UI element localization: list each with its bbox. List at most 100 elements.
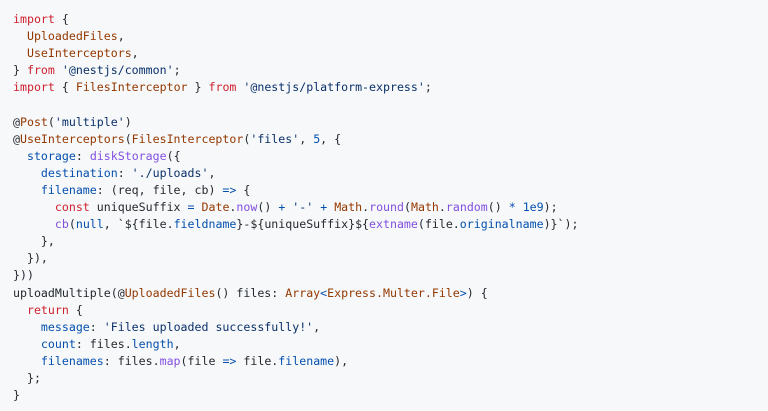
code-token: ) [124,114,132,129]
code-token: return [26,302,69,317]
code-token: > [459,285,467,300]
code-line: }, [13,233,755,250]
code-token: random [445,200,488,215]
code-token: . [438,200,446,215]
code-line: } [13,387,755,404]
code-token: round [369,200,404,215]
code-token: , [131,46,139,61]
code-line: return { [13,302,755,319]
code-token: 1e9 [522,200,544,215]
code-token: () files: [215,285,286,300]
code-token: ( [404,200,411,215]
code-token: Post [19,114,48,129]
code-token: }), [13,251,48,266]
code-token: filename [278,353,335,368]
code-token: : [117,165,132,180]
code-token: FilesInterceptor [75,80,188,95]
code-token: 'multiple' [54,114,125,129]
code-token: ( [124,131,132,146]
code-token: ( [243,131,251,146]
code-token: : [75,148,90,163]
code-token: ; [173,63,181,78]
code-token: (file [180,353,223,368]
code-token: length [131,336,174,351]
code-token: Array [285,285,321,300]
code-token [516,200,523,214]
code-line: UseInterceptors, [13,45,755,62]
code-token: () [487,200,509,215]
code-token [13,320,41,334]
code-token: uniqueSuffix [89,200,188,215]
code-token: })) [13,268,34,283]
code-token [13,29,27,43]
code-line: message: 'Files uploaded successfully!', [13,319,755,336]
code-token [13,200,55,214]
code-token: ); [543,200,558,215]
code-token: Math [410,200,439,215]
code-token: map [159,353,181,368]
code-token: @ [13,114,20,129]
code-token: (file. [417,217,460,232]
code-token: , `${file. [103,217,174,232]
code-token: 'Files uploaded successfully!' [103,319,314,334]
code-line: } from '@nestjs/common'; [13,62,755,79]
code-line: uploadMultiple(@UploadedFiles() files: A… [13,285,755,302]
code-token: diskStorage [89,148,167,163]
code-token: + [320,200,328,215]
code-token: + [278,200,286,215]
code-token: @ [13,131,20,146]
code-token: UseInterceptors [19,131,125,146]
code-token: '-' [292,200,314,215]
code-token: } [13,63,27,78]
code-token: }-${uniqueSuffix}${ [236,217,370,232]
code-line: }), [13,250,755,267]
code-line: UploadedFiles, [13,28,755,45]
code-token: . [229,200,237,215]
code-token: UseInterceptors [26,46,132,61]
code-token: { [54,12,69,26]
code-token: './uploads' [131,165,209,180]
code-line [13,96,755,113]
code-line: storage: diskStorage({ [13,148,755,165]
code-token: ({ [166,148,181,163]
code-token: null [75,217,104,232]
code-token: = [187,200,195,215]
code-token: => [222,182,237,197]
code-token: 'files' [250,131,300,146]
code-token: < [320,285,328,300]
code-token: FilesInterceptor [131,131,244,146]
code-line: filenames: files.map(file => file.filena… [13,353,755,370]
code-token [55,63,62,77]
code-token: import [13,12,55,26]
code-token: () [257,200,279,215]
code-token: extname [369,217,418,232]
code-token: fieldname [173,217,237,232]
code-token: ), [334,353,349,368]
code-token: . [362,200,370,215]
code-line: cb(null, `${file.fieldname}-${uniqueSuff… [13,216,755,233]
code-line: }; [13,370,755,387]
code-token: ) { [466,285,488,300]
code-token [13,303,27,317]
code-token: 5 [313,131,321,146]
code-line: count: files.length, [13,336,755,353]
code-token: '@nestjs/common' [61,63,174,78]
code-token: , [117,29,125,44]
code-token: { [68,302,83,317]
code-token: { [236,182,251,197]
code-token: }; [13,370,41,385]
code-token: , [208,165,216,180]
code-token: count [40,336,76,351]
code-token [195,200,202,214]
code-line: @UseInterceptors(FilesInterceptor('files… [13,131,755,148]
code-token: cb [54,217,69,232]
code-token: filenames [40,353,104,368]
code-token: filename [40,182,97,197]
code-token: import [13,80,55,95]
code-token: : files. [75,336,132,351]
code-token: from [26,63,55,78]
code-token: Express.Multer.File [327,285,460,300]
code-token: ; [424,80,432,95]
code-token: UploadedFiles [124,285,216,300]
